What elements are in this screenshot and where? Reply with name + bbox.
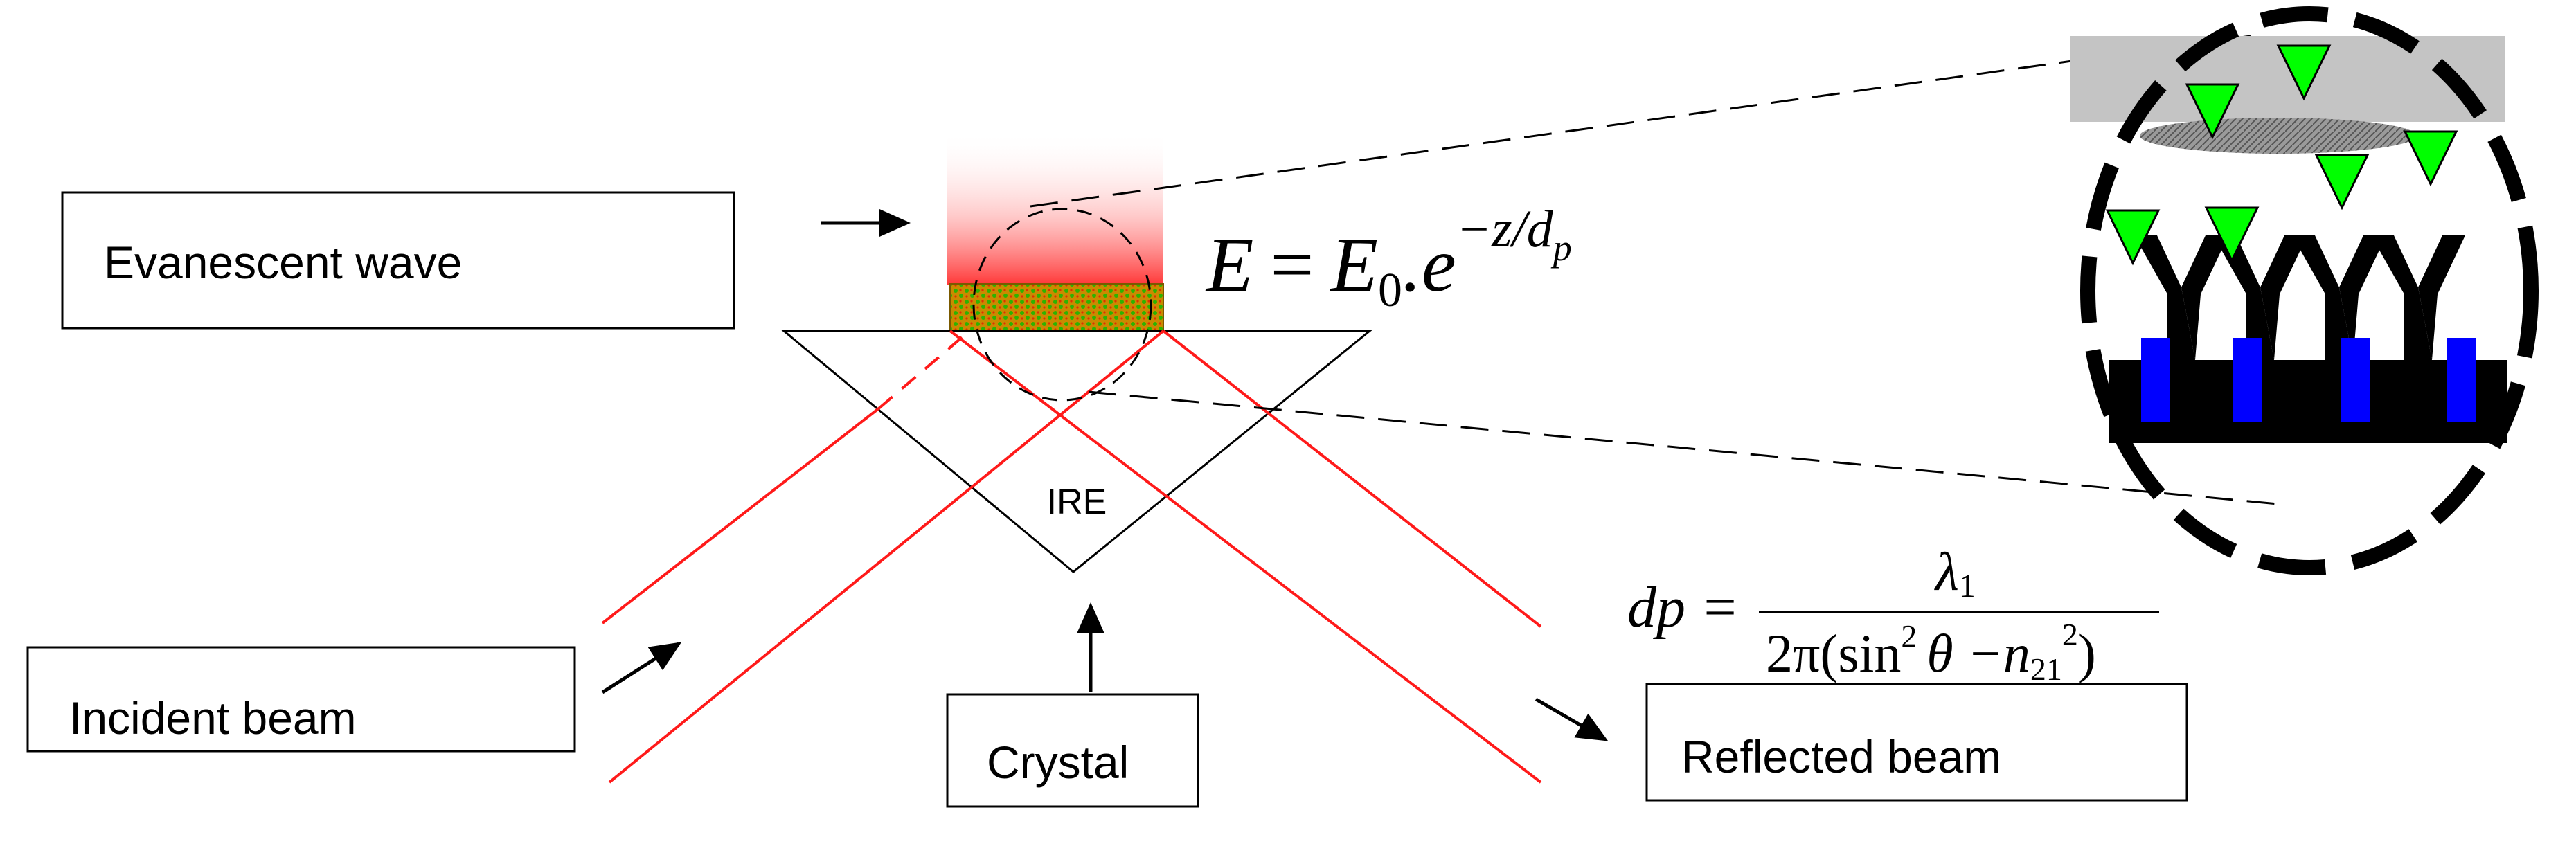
zoom-line-bottom <box>1088 390 2279 505</box>
antigen-1 <box>2185 83 2240 140</box>
zoom-circle <box>972 208 1152 402</box>
num-lambda: λ <box>1934 541 1959 602</box>
field-base: E <box>1330 222 1378 308</box>
zoom-line-top <box>1030 35 2251 208</box>
incident-label: Incident beam <box>69 692 357 744</box>
den-b: θ −n <box>1926 623 2030 683</box>
field-exp-sub: p <box>1550 227 1572 269</box>
reflected-beam-upper <box>949 330 1542 784</box>
antigen-5 <box>2105 209 2161 266</box>
den-sup: 2 <box>1901 618 1917 654</box>
den-c: ) <box>2078 623 2096 683</box>
sample-film <box>949 283 1164 332</box>
field-equation: E=E0.e−z/dp <box>1205 200 1572 317</box>
antigen-3 <box>2314 154 2370 210</box>
field-lhs: E <box>1205 222 1253 308</box>
anchor-1 <box>2141 338 2170 422</box>
reflected-arrow <box>1535 697 1609 741</box>
antigen-2 <box>2276 44 2332 101</box>
field-exp: −z/d <box>1456 200 1554 258</box>
incident-beam-lower <box>608 330 1165 784</box>
incident-box <box>26 646 576 753</box>
inset-dashed-outline <box>2080 6 2539 575</box>
reflected-beam-lower <box>1162 330 1542 628</box>
sensor-inset <box>2070 6 2539 575</box>
depth-lhs: dp = <box>1627 575 1739 640</box>
antibody-1 <box>2134 235 2228 360</box>
antigen-group <box>2105 44 2458 266</box>
anchor-2 <box>2233 338 2262 422</box>
ire-crystal <box>780 330 1373 573</box>
inset-substrate <box>2109 360 2507 443</box>
den-sub: 21 <box>2030 651 2062 687</box>
evanescent-box <box>61 191 735 330</box>
reflected-label: Reflected beam <box>1681 731 2001 782</box>
anchor-group <box>2141 338 2476 422</box>
beam-paths <box>601 330 1542 784</box>
reflected-box <box>1645 683 2188 802</box>
field-equation-text: E=E0.e−z/dp <box>1205 200 1572 317</box>
crystal-box <box>946 693 1199 808</box>
antibody-4 <box>2371 235 2465 360</box>
evanescent-label: Evanescent wave <box>104 237 462 288</box>
crystal-label: Crystal <box>987 737 1129 788</box>
field-eq: = <box>1270 222 1314 308</box>
anchor-3 <box>2341 338 2370 422</box>
field-sub: 0 <box>1378 264 1402 317</box>
antigen-4 <box>2403 130 2458 187</box>
field-dot: .e <box>1402 222 1456 308</box>
den-sup2: 2 <box>2062 617 2078 652</box>
antigen-6 <box>2204 206 2260 263</box>
num-sub: 1 <box>1959 568 1976 604</box>
antibody-group <box>2134 235 2465 360</box>
antibody-3 <box>2292 235 2386 360</box>
den-a: 2π(sin <box>1766 623 1901 683</box>
depth-numerator: λ1 <box>1934 541 1976 604</box>
anchor-4 <box>2447 338 2476 422</box>
incident-beam-upper-inner <box>877 330 971 410</box>
incident-arrow <box>601 642 682 694</box>
ire-label: IRE <box>1047 482 1107 522</box>
incident-beam-upper <box>601 407 880 624</box>
inset-hatched-band <box>2140 118 2417 154</box>
antibody-2 <box>2213 235 2307 360</box>
